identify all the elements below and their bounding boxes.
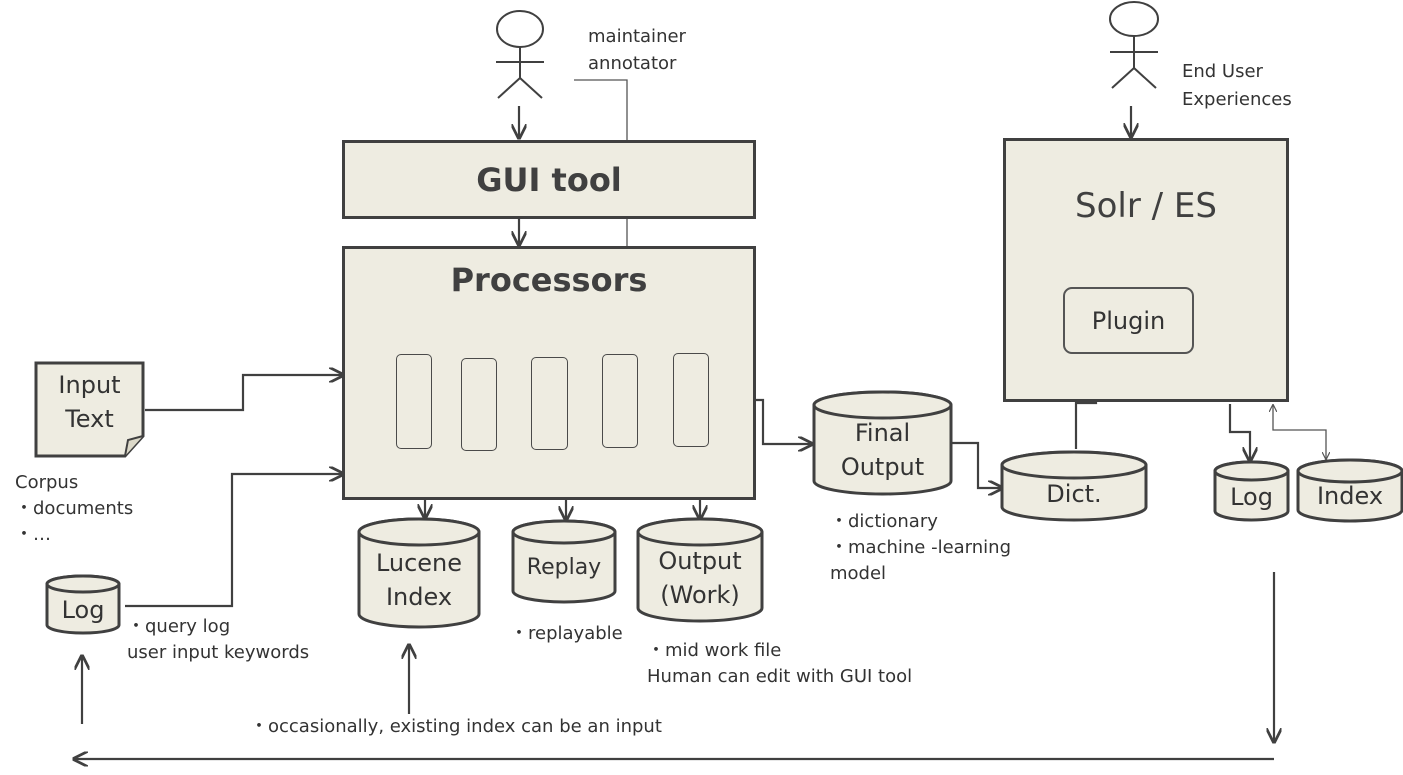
input-text-label: Input Text xyxy=(36,368,143,436)
final-line1: Final xyxy=(854,419,911,447)
end-user-line1: End User xyxy=(1182,61,1263,82)
final-line2: Output xyxy=(840,453,925,481)
corpus-line3: ・… xyxy=(15,524,51,545)
processor-stage-2 xyxy=(461,358,497,451)
final-output-cylinder-top xyxy=(812,390,953,420)
solr-es-box: Solr / ES xyxy=(1003,138,1289,402)
final-note-line3: model xyxy=(830,563,887,584)
processor-stage-5 xyxy=(673,353,709,447)
lucene-index-label: Lucene Index xyxy=(359,546,479,614)
corpus-note: Corpus ・documents ・… xyxy=(15,470,133,548)
corpus-line2: ・documents xyxy=(15,498,134,519)
end-user-label: End User Experiences xyxy=(1182,58,1292,114)
mid-work-note: ・mid work file Human can edit with GUI t… xyxy=(647,638,912,690)
final-note-line2: ・machine -learning xyxy=(830,537,1012,558)
output-work-cylinder-top xyxy=(636,517,764,547)
midwork-line2: Human can edit with GUI tool xyxy=(647,666,913,687)
index-right-label: Index xyxy=(1316,482,1384,510)
query-log-note: ・query log user input keywords xyxy=(127,614,309,666)
input-text-document xyxy=(34,361,145,458)
log-left-cylinder-top xyxy=(45,574,121,594)
processors-label: Processors xyxy=(450,261,648,299)
solr-es-label: Solr / ES xyxy=(1075,186,1217,226)
processor-stage-1 xyxy=(396,354,432,449)
dict-cylinder-top xyxy=(1000,450,1148,480)
lucene-line2: Index xyxy=(385,583,453,611)
log-left-label: Log xyxy=(61,596,105,624)
lucene-line1: Lucene xyxy=(375,549,463,577)
output-line1: Output xyxy=(658,547,742,575)
dict-label: Dict. xyxy=(1046,480,1102,508)
end-user-actor-icon xyxy=(1109,1,1159,89)
final-output-note: ・dictionary ・machine -learning model xyxy=(830,509,1011,587)
final-note-line1: ・dictionary xyxy=(830,511,938,532)
maintainer-label: maintainer annotator xyxy=(588,23,686,77)
plugin-box: Plugin xyxy=(1063,287,1194,354)
input-text-line1: Input xyxy=(58,371,121,399)
replay-cylinder-top xyxy=(511,519,617,545)
corpus-line1: Corpus xyxy=(15,472,79,493)
querylog-line1: ・query log xyxy=(127,616,231,637)
maintainer-line2: annotator xyxy=(588,53,677,74)
replayable-note: ・replayable xyxy=(510,623,623,644)
midwork-line1: ・mid work file xyxy=(647,640,782,661)
maintainer-line1: maintainer xyxy=(588,26,686,47)
occasionally-note: ・occasionally, existing index can be an … xyxy=(250,716,662,737)
gui-tool-box: GUI tool xyxy=(342,140,756,219)
plugin-label: Plugin xyxy=(1091,306,1166,335)
replay-label: Replay xyxy=(526,555,602,580)
maintainer-actor-icon xyxy=(496,10,544,99)
lucene-index-cylinder-top xyxy=(357,517,481,547)
end-user-line2: Experiences xyxy=(1182,89,1292,110)
index-right-cylinder-top xyxy=(1296,458,1403,484)
output-work-label: Output (Work) xyxy=(638,544,762,612)
database-cylinders xyxy=(45,390,1403,635)
gui-tool-label: GUI tool xyxy=(476,160,622,199)
log-right-label: Log xyxy=(1230,483,1273,511)
processor-stage-4 xyxy=(602,354,638,448)
input-text-line2: Text xyxy=(65,405,114,433)
log-right-cylinder-top xyxy=(1213,460,1290,482)
output-line2: (Work) xyxy=(660,581,740,609)
querylog-line2: user input keywords xyxy=(127,642,310,663)
processor-stage-3 xyxy=(531,357,568,450)
final-output-label: Final Output xyxy=(814,416,951,484)
